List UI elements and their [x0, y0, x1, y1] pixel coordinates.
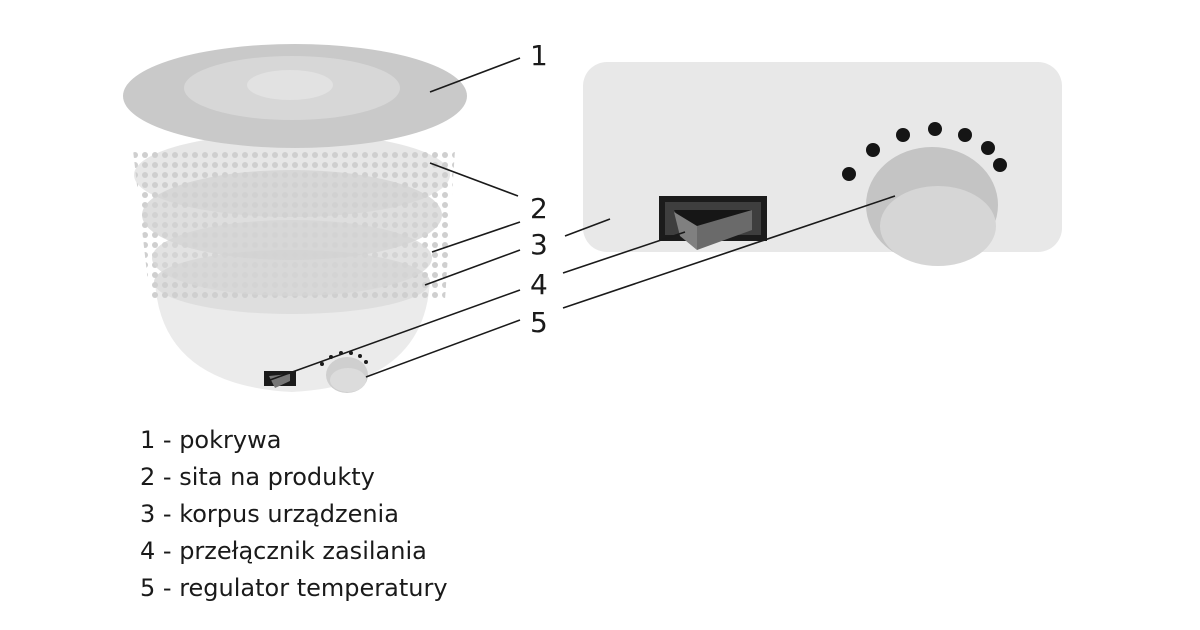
callout-2: 2 [530, 192, 548, 225]
trays [133, 133, 455, 300]
callout-5: 5 [530, 306, 548, 339]
legend-item-3: 3 - korpus urządzenia [140, 500, 399, 528]
control-panel-closeup [583, 62, 1062, 266]
lid [123, 44, 467, 148]
callout-3: 3 [530, 228, 548, 261]
legend-item-5: 5 - regulator temperatury [140, 574, 448, 602]
callout-4: 4 [530, 268, 548, 301]
dehydrator-illustration [123, 44, 467, 393]
legend: 1 - pokrywa 2 - sita na produkty 3 - kor… [140, 422, 448, 607]
legend-item-1: 1 - pokrywa [140, 426, 282, 454]
temperature-knob [842, 122, 1007, 266]
legend-item-2: 2 - sita na produkty [140, 463, 375, 491]
small-power-switch [264, 371, 296, 388]
legend-item-4: 4 - przełącznik zasilania [140, 537, 427, 565]
leader-lines [269, 57, 896, 381]
power-switch [659, 196, 767, 250]
callout-1: 1 [530, 39, 548, 72]
